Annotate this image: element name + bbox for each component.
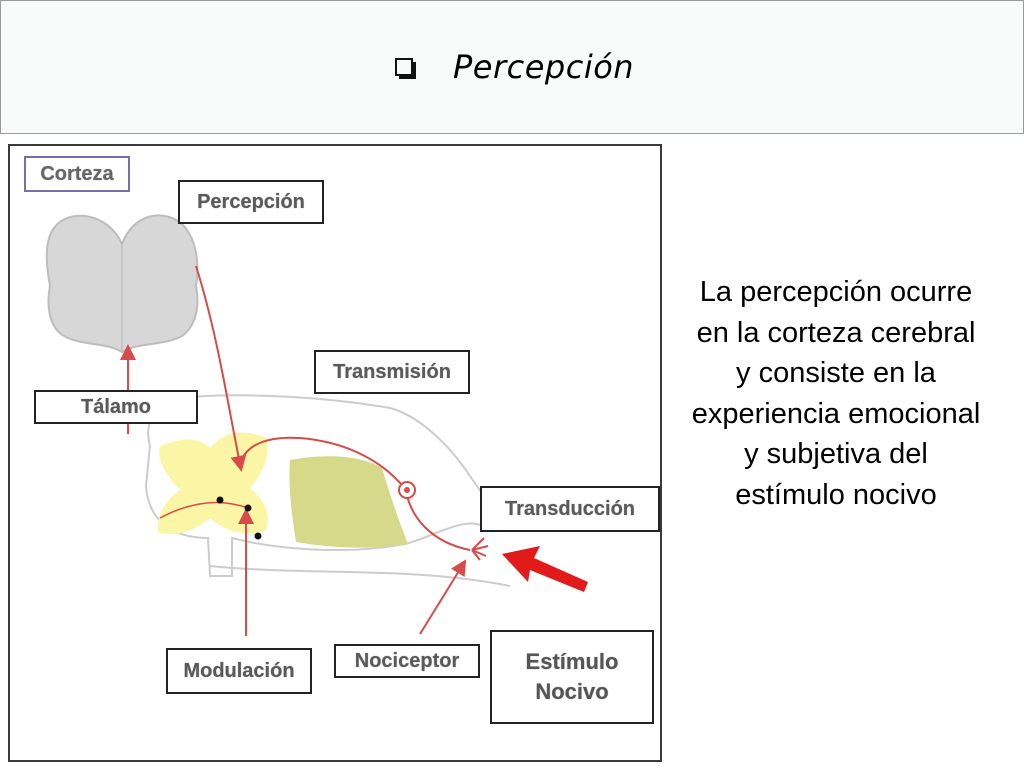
label-estimulo-nocivo: Estímulo Nocivo bbox=[490, 630, 654, 724]
label-talamo: Tálamo bbox=[34, 390, 198, 424]
page-title: Percepción bbox=[453, 48, 635, 86]
perception-pathway bbox=[195, 265, 247, 472]
synapse-dot bbox=[216, 496, 224, 504]
label-estimulo-line1: Estímulo bbox=[525, 649, 619, 674]
label-modulacion: Modulación bbox=[166, 648, 312, 694]
synapse-dot bbox=[244, 504, 252, 512]
title-bar: Percepción bbox=[0, 0, 1024, 134]
peripheral-nerve bbox=[209, 565, 511, 587]
label-transmision: Transmisión bbox=[314, 350, 470, 394]
checkbox-bullet-icon bbox=[395, 58, 416, 79]
title-group: Percepción bbox=[395, 48, 634, 86]
stimulus-arrow-icon bbox=[502, 546, 588, 592]
synapse-dot bbox=[254, 532, 262, 540]
nociceptor-endings-icon bbox=[471, 537, 489, 561]
label-percepcion: Percepción bbox=[178, 180, 324, 224]
description-text: La percepción ocurre en la corteza cereb… bbox=[691, 276, 981, 511]
pain-pathway-diagram: Corteza Percepción Transmisión Tálamo Tr… bbox=[8, 144, 662, 762]
label-corteza: Corteza bbox=[24, 156, 130, 192]
label-nociceptor: Nociceptor bbox=[334, 644, 480, 678]
white-matter bbox=[289, 456, 408, 548]
label-transduccion: Transducción bbox=[480, 486, 660, 532]
diagram-drawing bbox=[45, 214, 588, 636]
dorsal-horn-pathway bbox=[159, 501, 249, 519]
nociceptor-pathway bbox=[419, 559, 467, 635]
transmission-pathway bbox=[239, 436, 407, 491]
label-estimulo-line2: Nocivo bbox=[535, 679, 609, 704]
